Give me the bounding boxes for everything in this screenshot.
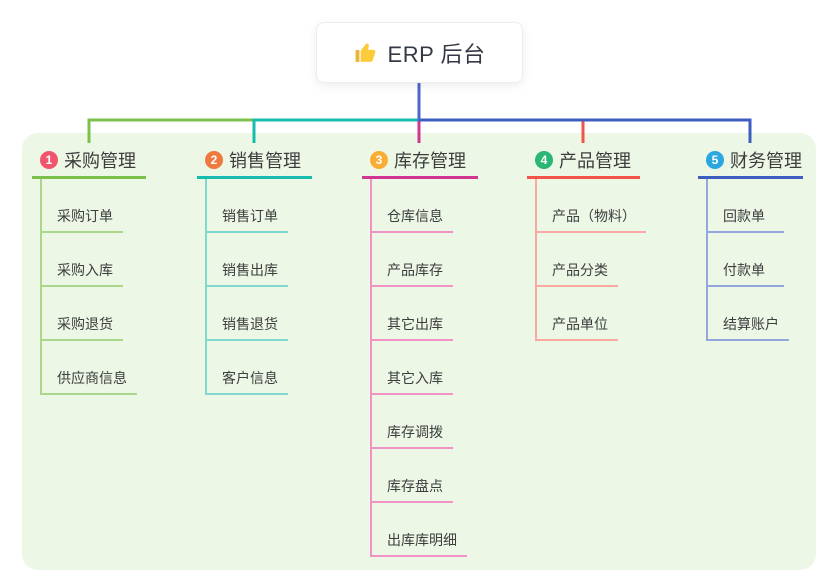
child-node[interactable]: 采购退货 [40,287,123,341]
branch-title-label: 库存管理 [394,150,466,171]
child-node-label: 产品库存 [387,262,443,278]
child-node[interactable]: 客户信息 [205,341,288,395]
branch-product: 4 产品管理 产品（物料） 产品分类产品单位 [527,143,646,341]
child-node-label: 产品单位 [552,316,608,332]
branch-purchase: 1 采购管理 采购订单采购入库采购退货供应商信息 [32,143,146,395]
child-node-label: 采购订单 [57,208,113,224]
child-node-label: 其它入库 [387,370,443,386]
thumbs-up-icon [355,43,375,62]
branch-inventory: 3 库存管理 仓库信息产品库存其它出库其它入库库存调拨库存盘点出库库明细 [362,143,478,557]
branch-title-product[interactable]: 4 产品管理 [527,143,640,179]
branch-title-label: 销售管理 [229,150,301,171]
child-node[interactable]: 产品库存 [370,233,453,287]
child-node-label: 付款单 [723,262,765,278]
child-node[interactable]: 出库库明细 [370,503,467,557]
child-node[interactable]: 产品分类 [535,233,618,287]
child-node-label: 销售订单 [222,208,278,224]
child-node[interactable]: 结算账户 [706,287,789,341]
child-node-label: 销售出库 [222,262,278,278]
branch-number-badge: 5 [706,150,724,169]
branch-title-label: 采购管理 [64,150,136,171]
child-node[interactable]: 销售退货 [205,287,288,341]
child-node-label: 产品分类 [552,262,608,278]
child-node[interactable]: 付款单 [706,233,784,287]
branch-rail [370,179,372,555]
branch-title-label: 产品管理 [559,150,631,171]
child-node-label: 其它出库 [387,316,443,332]
child-node-label: 客户信息 [222,370,278,386]
child-node-label: 出库库明细 [387,532,457,548]
child-node-label: 采购退货 [57,316,113,332]
child-node[interactable]: 销售出库 [205,233,288,287]
child-node-label: 产品（物料） [552,208,636,224]
child-node-label: 回款单 [723,208,765,224]
branch-children: 采购订单采购入库采购退货供应商信息 [32,179,137,395]
branch-title-purchase[interactable]: 1 采购管理 [32,143,146,179]
branch-title-label: 财务管理 [730,150,802,171]
branch-title-sales[interactable]: 2 销售管理 [197,143,312,179]
branch-children: 产品（物料） 产品分类产品单位 [527,179,646,341]
branch-number-badge: 4 [535,150,553,169]
branch-rail [535,179,537,339]
branch-rail [706,179,708,339]
child-node-label: 结算账户 [723,316,779,332]
child-node[interactable]: 回款单 [706,179,784,233]
child-node-label: 供应商信息 [57,370,127,386]
branch-number-badge: 3 [370,150,388,169]
child-node[interactable]: 库存调拨 [370,395,453,449]
child-node[interactable]: 产品（物料） [535,179,646,233]
child-node[interactable]: 其它入库 [370,341,453,395]
branch-children: 销售订单销售出库销售退货客户信息 [197,179,288,395]
child-node[interactable]: 供应商信息 [40,341,137,395]
branch-children: 仓库信息产品库存其它出库其它入库库存调拨库存盘点出库库明细 [362,179,467,557]
child-node-label: 库存盘点 [387,478,443,494]
child-node-label: 仓库信息 [387,208,443,224]
child-node[interactable]: 产品单位 [535,287,618,341]
child-node-label: 采购入库 [57,262,113,278]
child-node-label: 库存调拨 [387,424,443,440]
root-node-label: ERP 后台 [387,41,486,67]
child-node[interactable]: 库存盘点 [370,449,453,503]
branch-title-finance[interactable]: 5 财务管理 [698,143,803,179]
branch-title-inventory[interactable]: 3 库存管理 [362,143,478,179]
child-node[interactable]: 仓库信息 [370,179,453,233]
branch-sales: 2 销售管理 销售订单销售出库销售退货客户信息 [197,143,312,395]
branches-background-panel [22,133,816,570]
child-node[interactable]: 采购入库 [40,233,123,287]
child-node[interactable]: 其它出库 [370,287,453,341]
branch-number-badge: 1 [40,150,58,169]
child-node[interactable]: 销售订单 [205,179,288,233]
branch-children: 回款单付款单结算账户 [698,179,789,341]
branch-number-badge: 2 [205,150,223,169]
branch-finance: 5 财务管理 回款单付款单结算账户 [698,143,803,341]
child-node[interactable]: 采购订单 [40,179,123,233]
child-node-label: 销售退货 [222,316,278,332]
root-node[interactable]: ERP 后台 [316,22,523,83]
